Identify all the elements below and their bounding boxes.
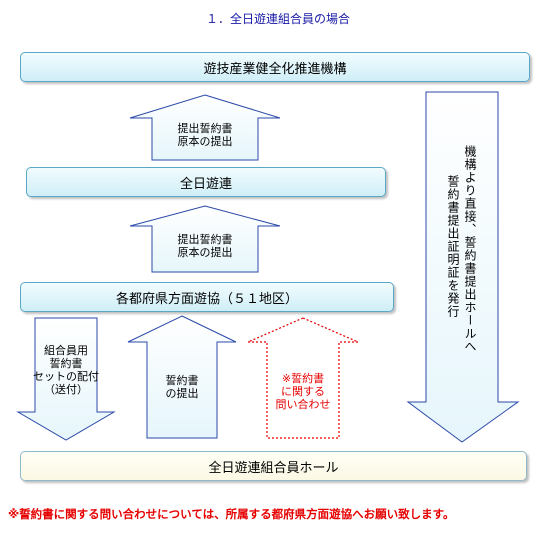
direct-to-hall-text: 機構より直接、誓約書提出ホールへ — [463, 145, 477, 353]
box-regional-associations: 各都府県方面遊協（５１地区） — [20, 282, 394, 312]
arrow-up-pledge-submit — [127, 315, 237, 439]
box-member-halls: 全日遊連組合員ホール — [20, 451, 527, 481]
box-promotion-organization-label: 遊技産業健全化推進機構 — [203, 61, 347, 77]
arrow-up-inquiry — [247, 317, 359, 439]
arrow-up-pledge-submit-label: 誓約書 の提出 — [165, 374, 199, 400]
arrow-up-submit-2 — [129, 205, 281, 273]
arrow-down-distribute-label: 組合員用 誓約書 セットの配付 （送付） — [33, 344, 99, 396]
box-zennichi-yuren: 全日遊連 — [26, 167, 386, 197]
arrow-up-submit-1-label: 提出誓約書 原本の提出 — [177, 122, 233, 148]
box-promotion-organization: 遊技産業健全化推進機構 — [20, 52, 530, 82]
arrow-up-submit-2-label: 提出誓約書 原本の提出 — [177, 233, 233, 259]
page-title: １．全日遊連組合員の場合 — [205, 12, 350, 26]
arrow-up-submit-1 — [129, 94, 281, 161]
box-zennichi-yuren-label: 全日遊連 — [179, 176, 232, 192]
box-regional-associations-label: 各都府県方面遊協（５１地区） — [115, 291, 298, 307]
box-member-halls-label: 全日遊連組合員ホール — [208, 460, 339, 476]
arrow-down-distribute — [16, 317, 116, 441]
certificate-issue-text: 誓約書提出証明証を発行 — [446, 175, 460, 318]
arrow-down-direct-certificate — [406, 91, 520, 443]
inquiry-note: ※誓約書に関する問い合わせについては、所属する都府県方面遊協へお願い致します。 — [8, 507, 455, 521]
arrow-up-inquiry-label: ※誓約書 に関する 問い合わせ — [275, 372, 331, 411]
